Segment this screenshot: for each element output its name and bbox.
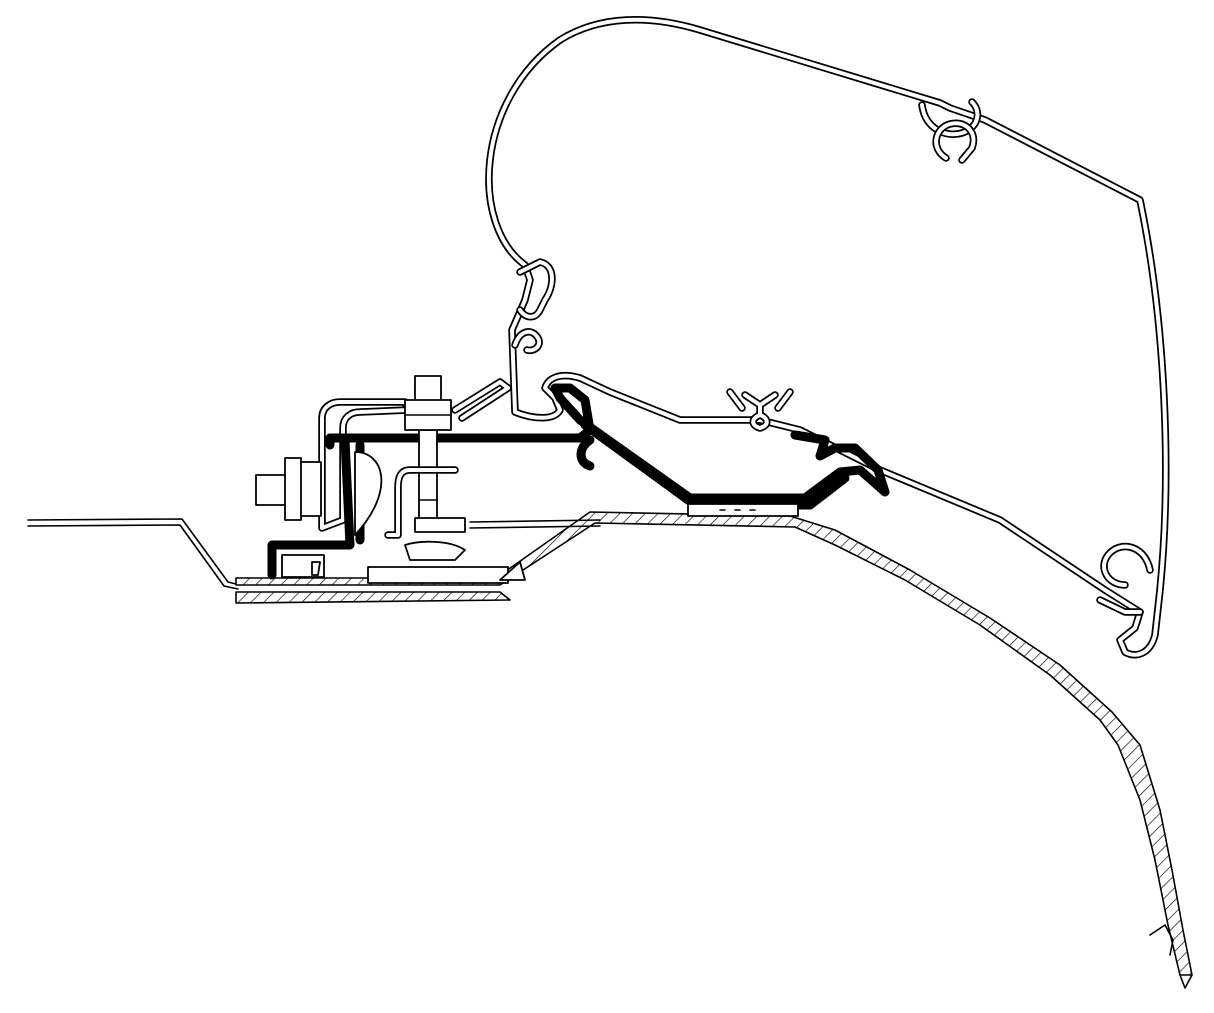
awning-housing-profile [485, 16, 1170, 659]
hex-nut [284, 399, 452, 521]
rubber-pad [281, 503, 799, 578]
vehicle-roof-panel [27, 511, 1193, 976]
clamp-plate [354, 451, 526, 584]
vehicle-side-wall [1149, 924, 1193, 989]
